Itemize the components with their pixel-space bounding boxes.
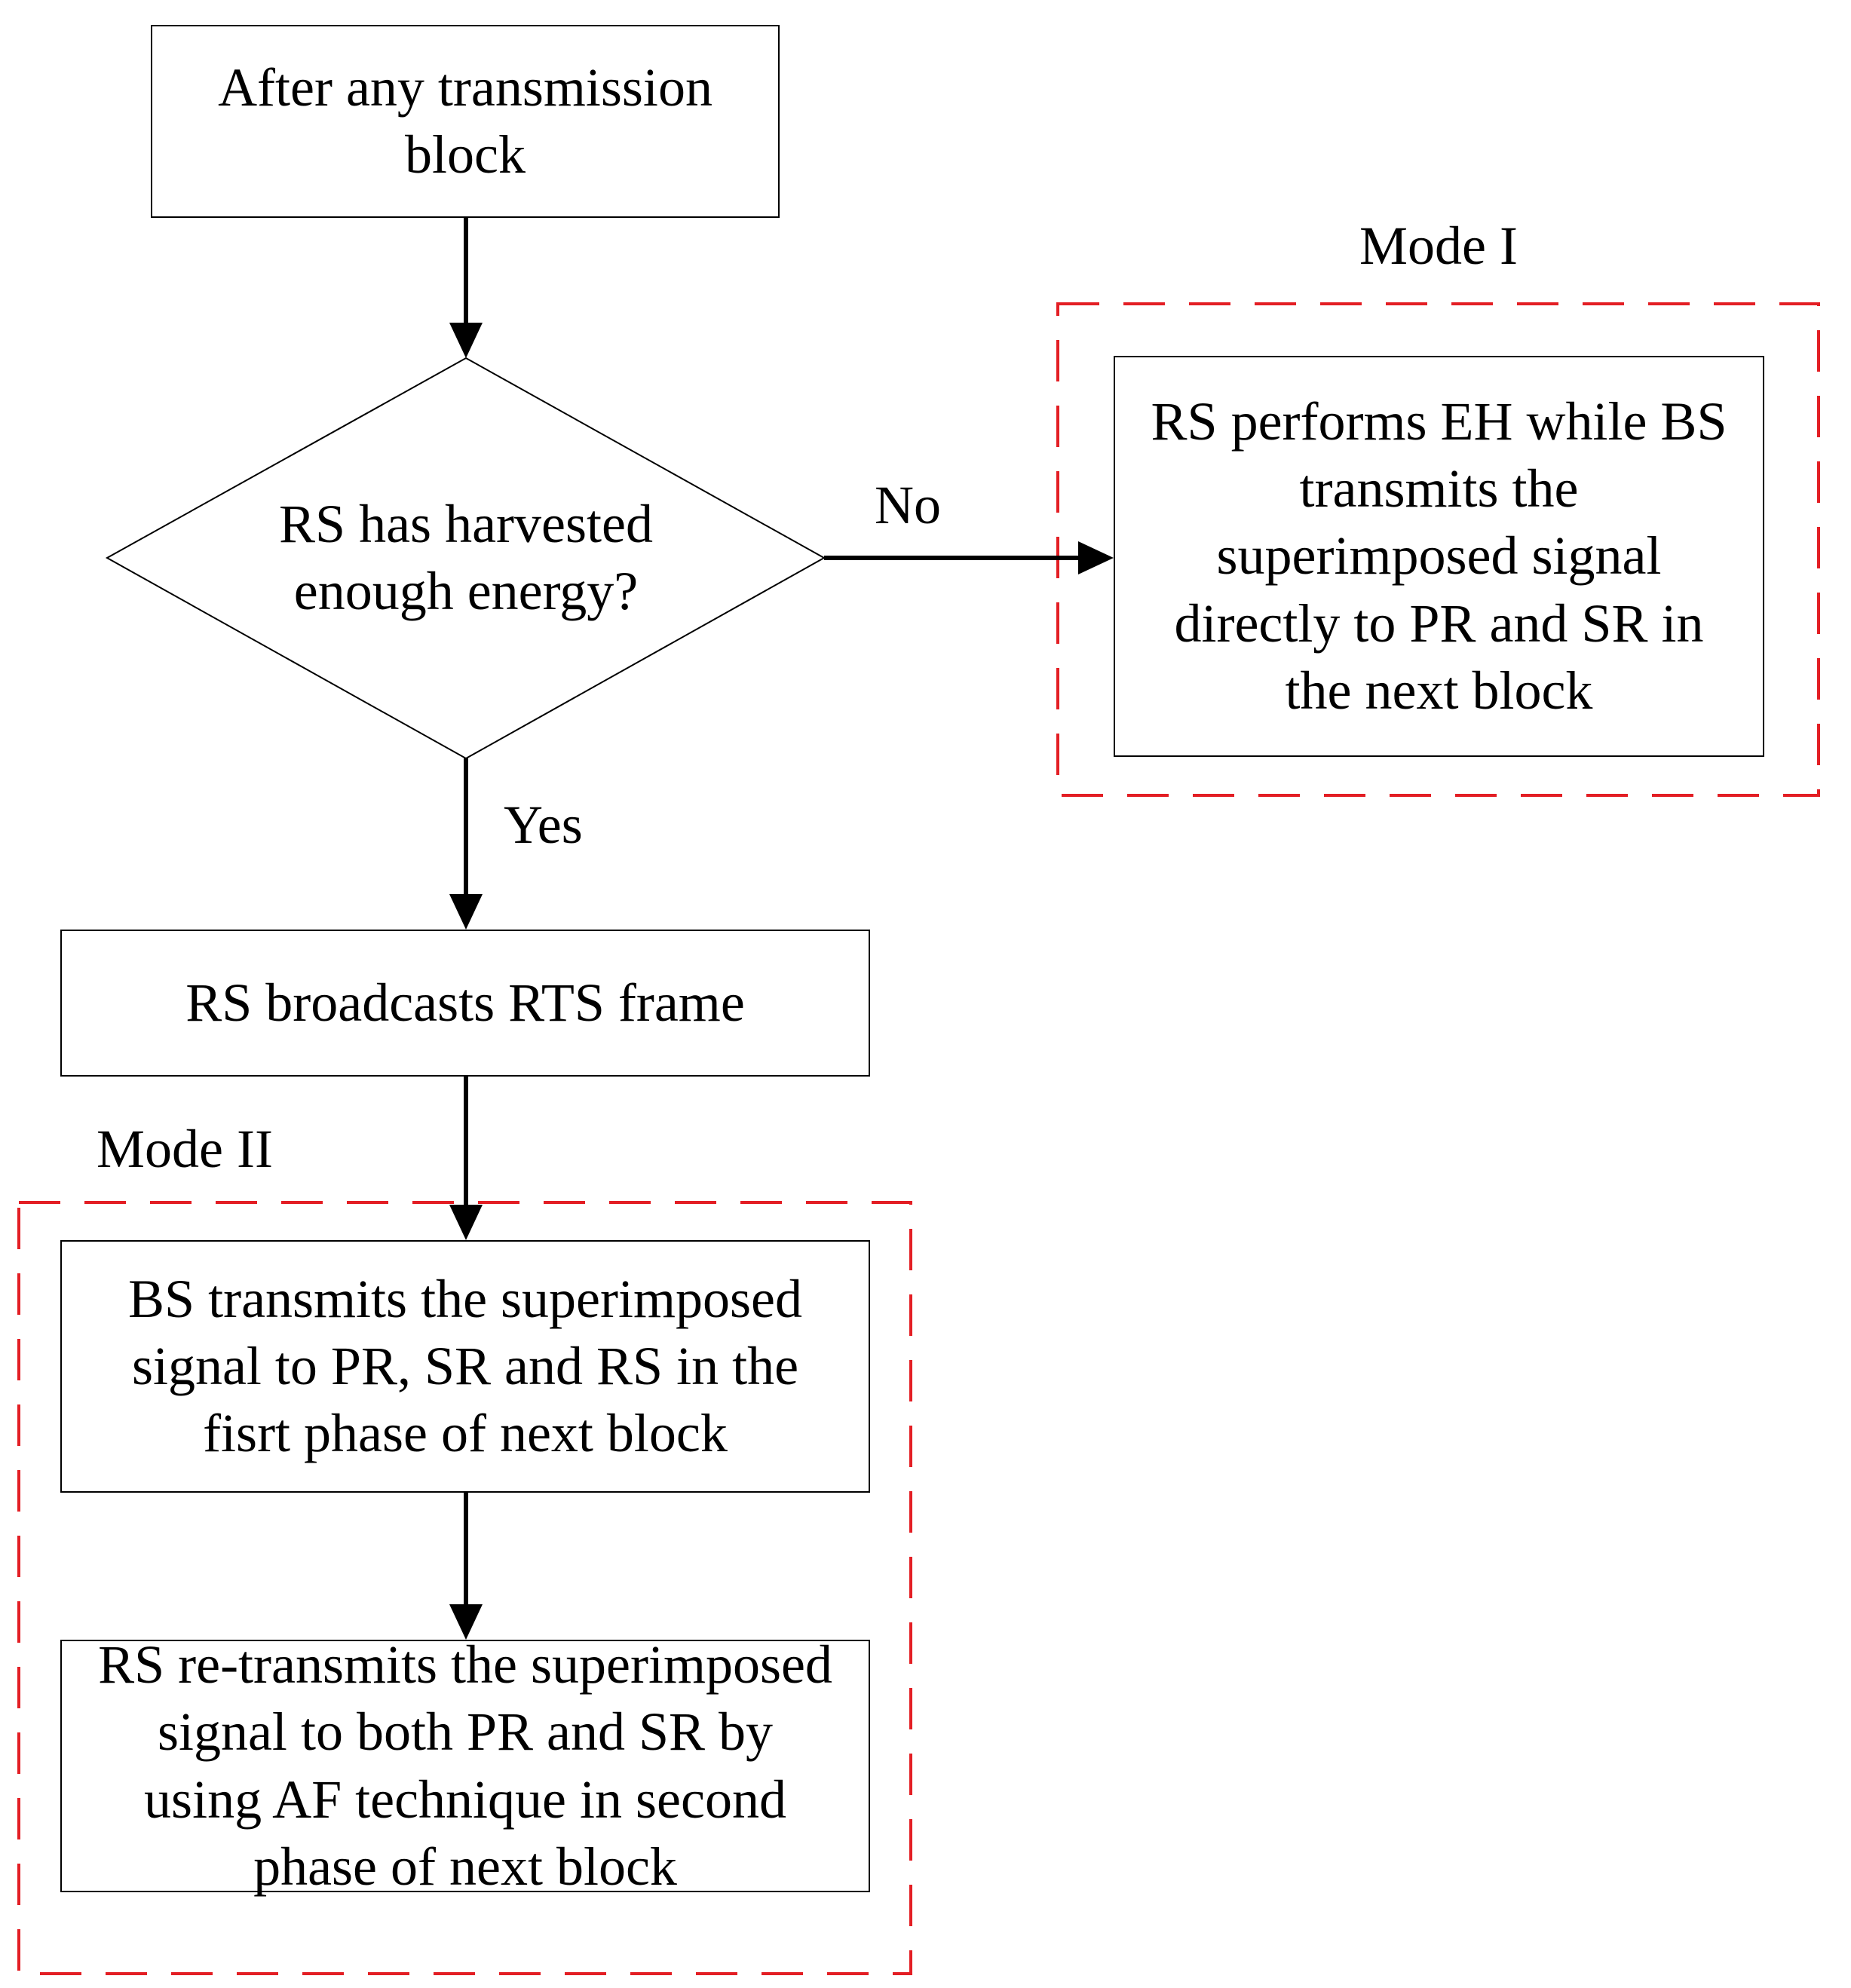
connector-start-to-decision <box>449 218 483 358</box>
mode2-title: Mode II <box>97 1119 273 1179</box>
yes-edge-label: Yes <box>504 795 583 855</box>
connector-yes-to-rts <box>449 758 483 930</box>
mode2-group-border <box>17 1201 912 1975</box>
decision-label: RS has harvested enough energy? <box>279 493 653 621</box>
phase2-node: RS re-transmits the superimposed signal … <box>60 1634 870 1897</box>
mode1-title: Mode I <box>1359 216 1518 276</box>
rts-node: RS broadcasts RTS frame <box>60 930 870 1077</box>
connector-rts-to-phase1 <box>449 1077 483 1240</box>
mode1-action-node: RS performs EH while BS transmits the su… <box>1114 356 1764 757</box>
mode1-group-border <box>1056 302 1820 797</box>
start-node: After any transmission block <box>151 25 780 218</box>
connector-phase1-to-phase2 <box>449 1493 483 1640</box>
phase1-node: BS transmits the superimposed signal to … <box>60 1240 870 1493</box>
no-edge-label: No <box>875 475 941 535</box>
connector-no-to-mode1 <box>824 541 1114 574</box>
